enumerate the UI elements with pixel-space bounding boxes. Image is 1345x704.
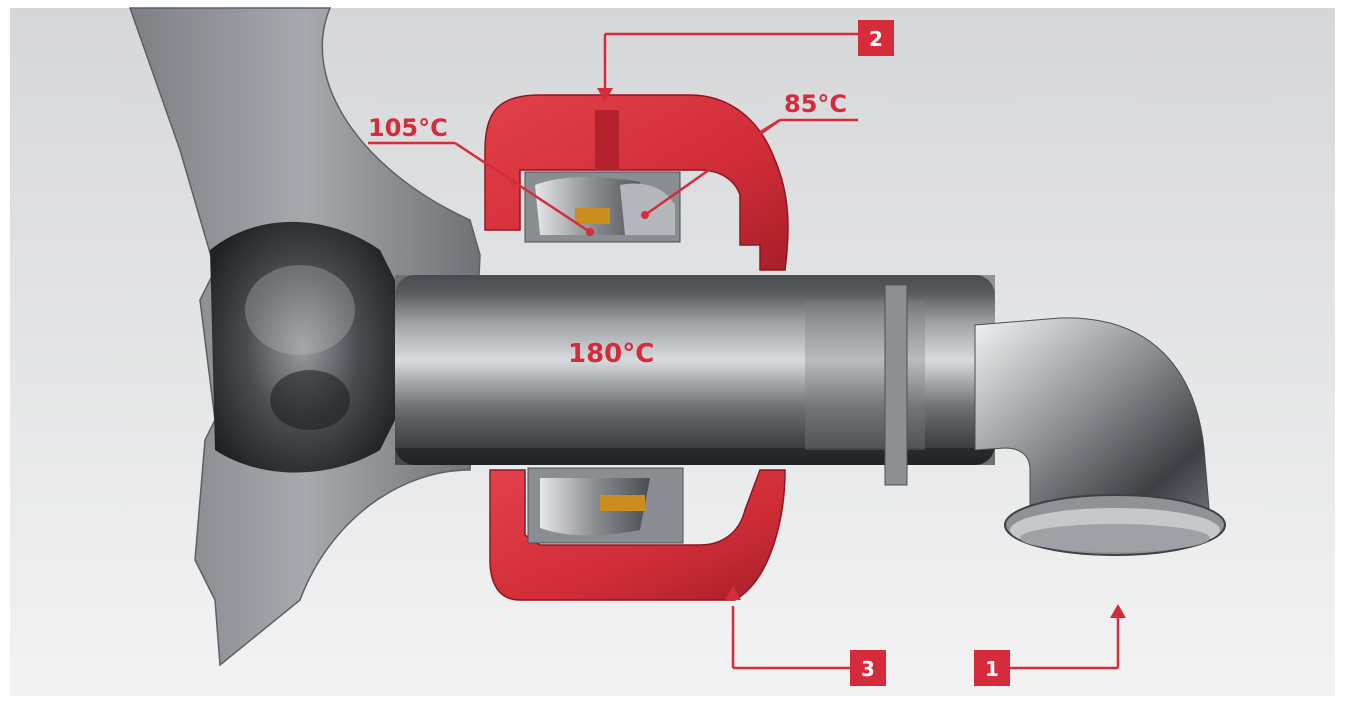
callout-number-2: 2 bbox=[869, 27, 883, 51]
temperature-housing-outer: 85°C bbox=[784, 90, 847, 118]
bearing-cage-lower bbox=[600, 495, 645, 511]
arrow-heads bbox=[597, 88, 1126, 618]
callout-number-1: 1 bbox=[985, 657, 999, 681]
shaft bbox=[395, 275, 995, 486]
bearing-housing-lower bbox=[489, 469, 786, 601]
callout-box-3: 3 bbox=[850, 650, 886, 686]
temperature-shaft: 180°C bbox=[568, 339, 654, 369]
callout-box-2: 2 bbox=[858, 20, 894, 56]
bearing-cage-upper bbox=[575, 208, 610, 224]
leader-dots bbox=[586, 211, 649, 236]
arrow-callout-1 bbox=[1110, 604, 1126, 618]
arrow-callout-2 bbox=[597, 88, 613, 102]
callout-number-3: 3 bbox=[861, 657, 875, 681]
outlet-elbow bbox=[974, 317, 1226, 556]
bearing-lower bbox=[527, 467, 684, 544]
bearing-housing-upper bbox=[484, 94, 789, 271]
callout-box-1: 1 bbox=[974, 650, 1010, 686]
arrow-callout-3 bbox=[725, 586, 741, 600]
leader-lines bbox=[368, 32, 1120, 670]
impeller-casing bbox=[128, 7, 481, 667]
shaft-collar bbox=[884, 284, 908, 486]
temperature-bearing-inner: 105°C bbox=[368, 114, 448, 142]
